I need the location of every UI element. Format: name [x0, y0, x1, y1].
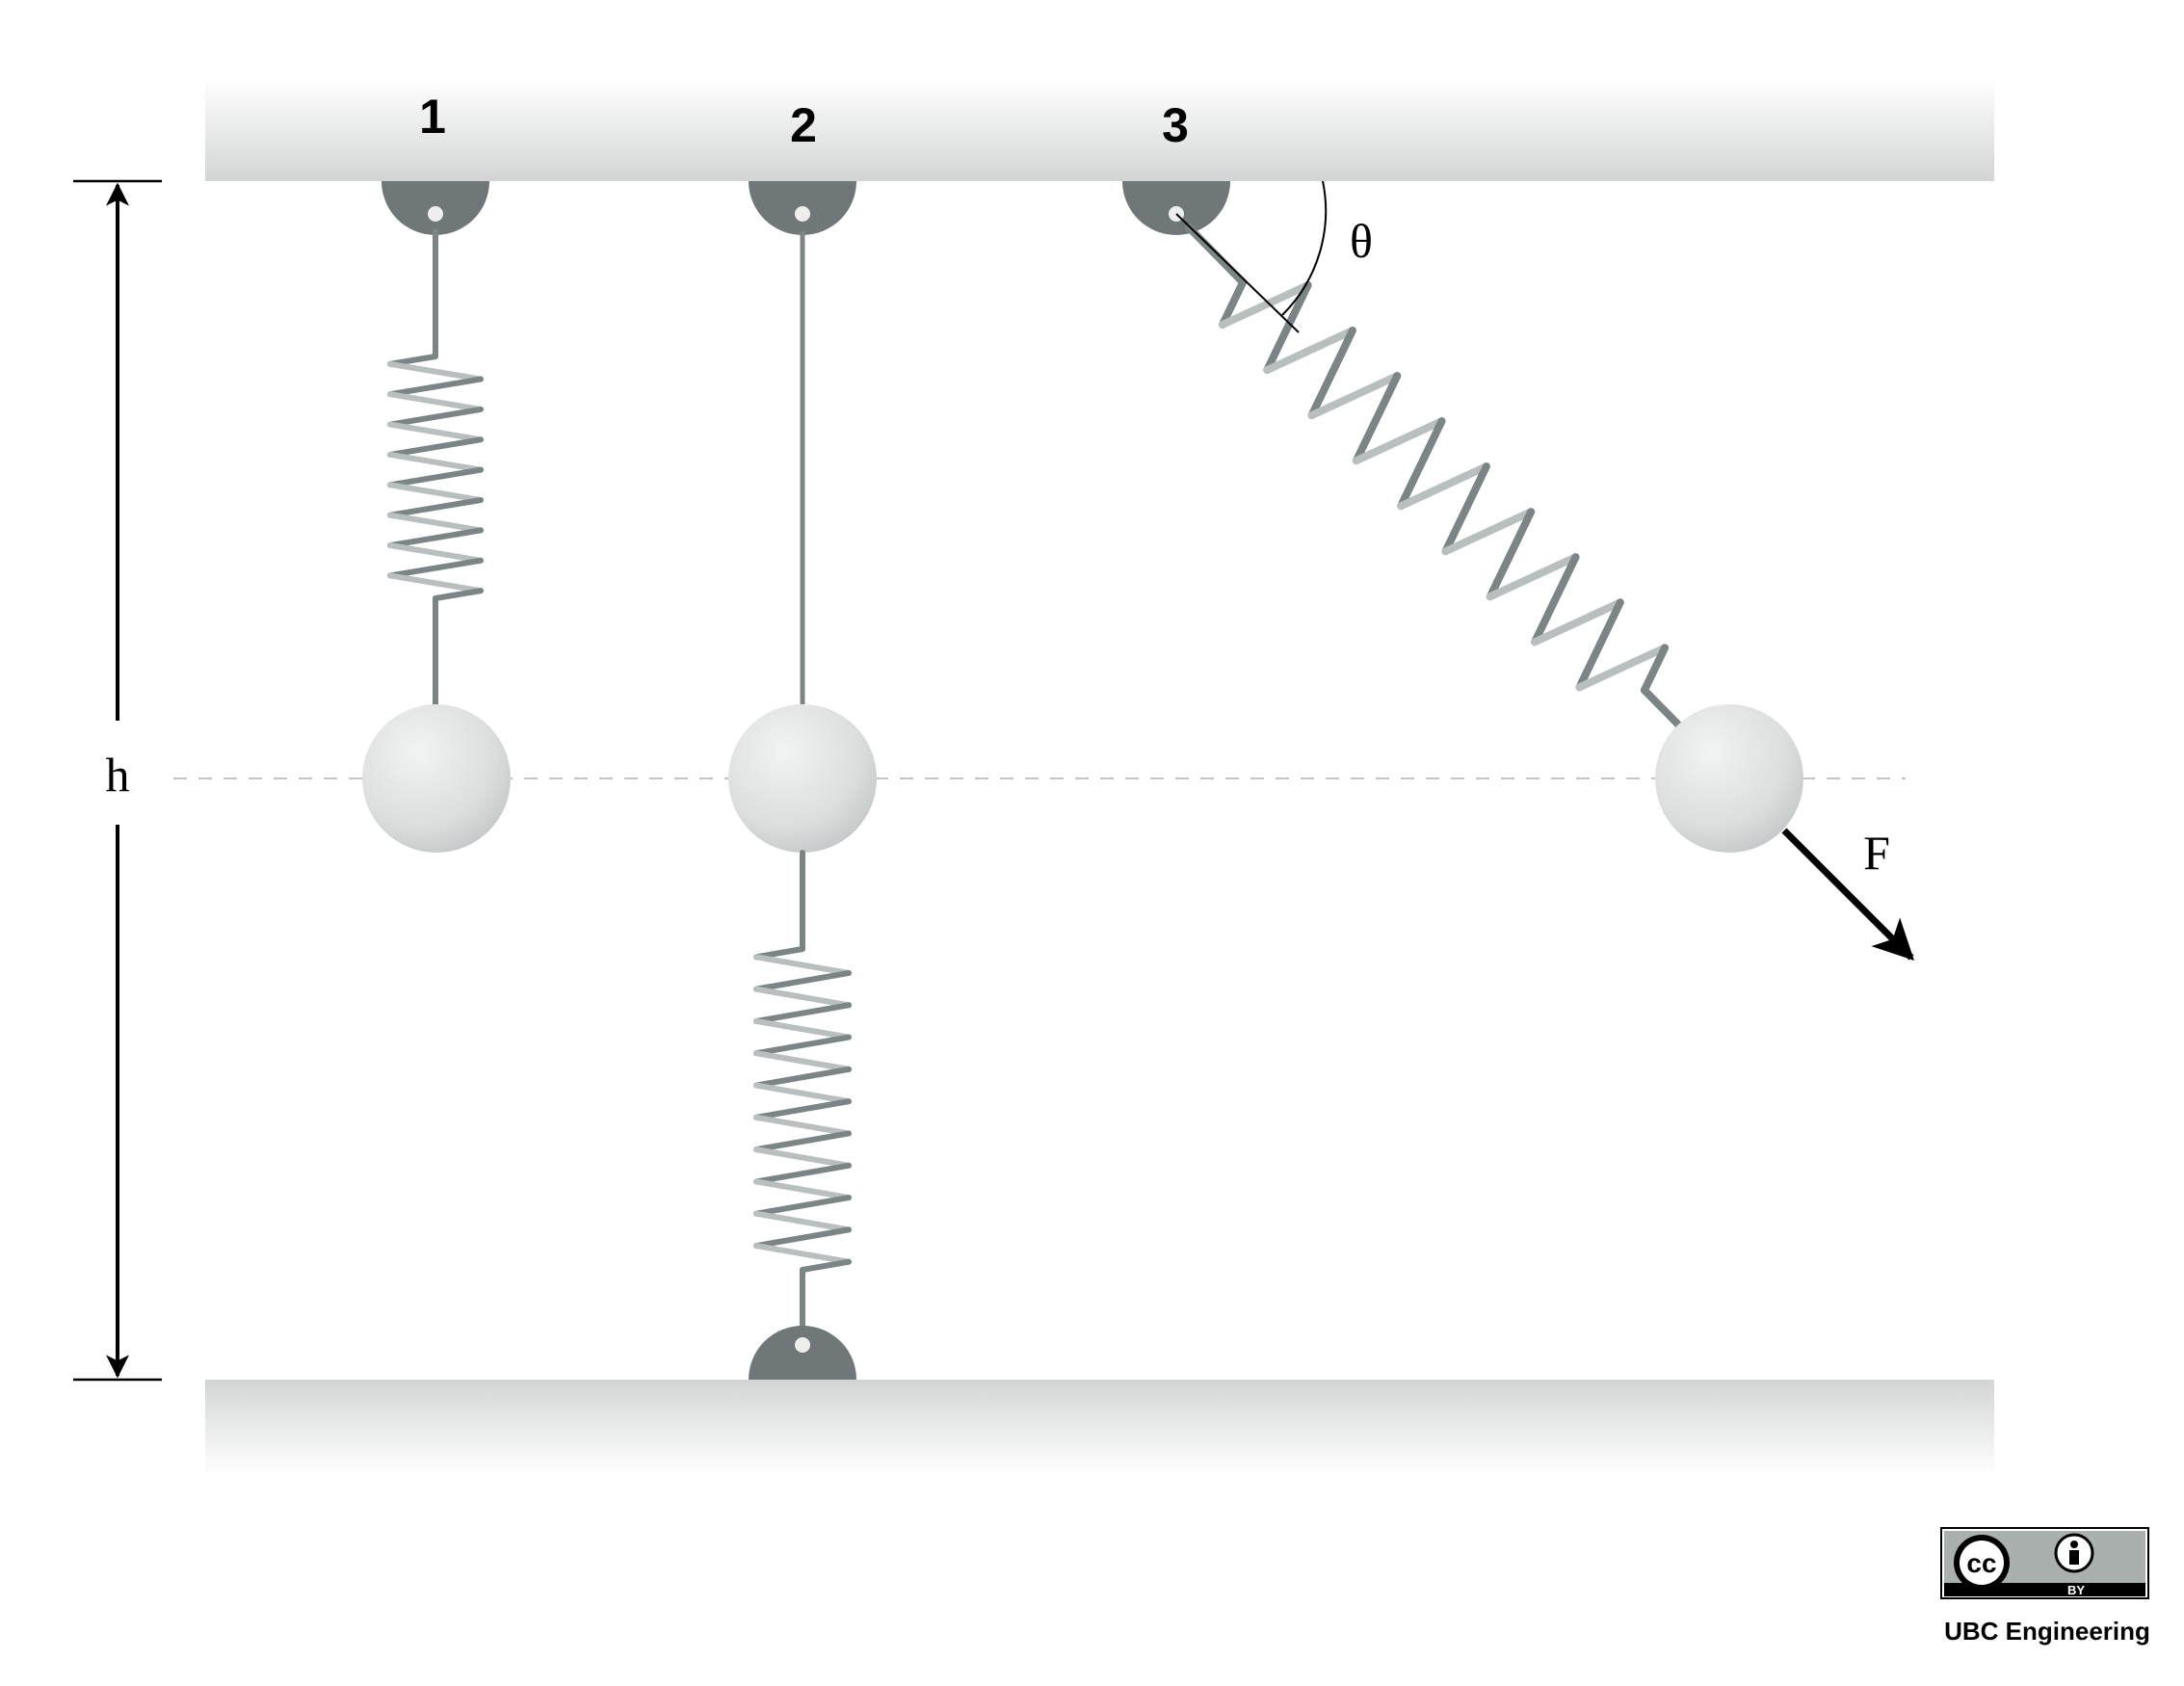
setup-3-label: 3 [1162, 98, 1189, 152]
spring-3 [1185, 224, 1682, 728]
spring-2 [753, 850, 852, 1330]
height-label: h [106, 748, 130, 802]
attribution-person-icon [2054, 1533, 2094, 1573]
angle-arc [1281, 180, 1328, 316]
spring-1 [387, 228, 484, 707]
floor-surface [205, 1380, 1994, 1476]
cc-icon: cc [1954, 1535, 2010, 1591]
ball-3 [1655, 704, 1803, 853]
anchor-2-floor [749, 1326, 856, 1380]
by-label: BY [2067, 1583, 2085, 1597]
ceiling-surface [205, 79, 1994, 181]
height-dimension [73, 179, 162, 1382]
ball-2 [728, 704, 877, 853]
ball-1 [362, 704, 511, 853]
setup-2-label: 2 [790, 98, 817, 152]
anchor-3-ceiling [1122, 181, 1230, 235]
svg-text:cc: cc [1966, 1548, 1996, 1578]
anchor-2-ceiling [749, 181, 856, 235]
credit-text: UBC Engineering [1944, 1617, 2150, 1646]
setup-1-label: 1 [419, 90, 446, 144]
cc-by-license-badge: cc BY [1940, 1527, 2149, 1599]
angle-reference-line [1175, 213, 1300, 333]
angle-label: θ [1350, 214, 1373, 268]
force-arrow [1781, 828, 1914, 961]
force-label: F [1863, 826, 1890, 880]
anchor-1-ceiling [382, 181, 489, 235]
